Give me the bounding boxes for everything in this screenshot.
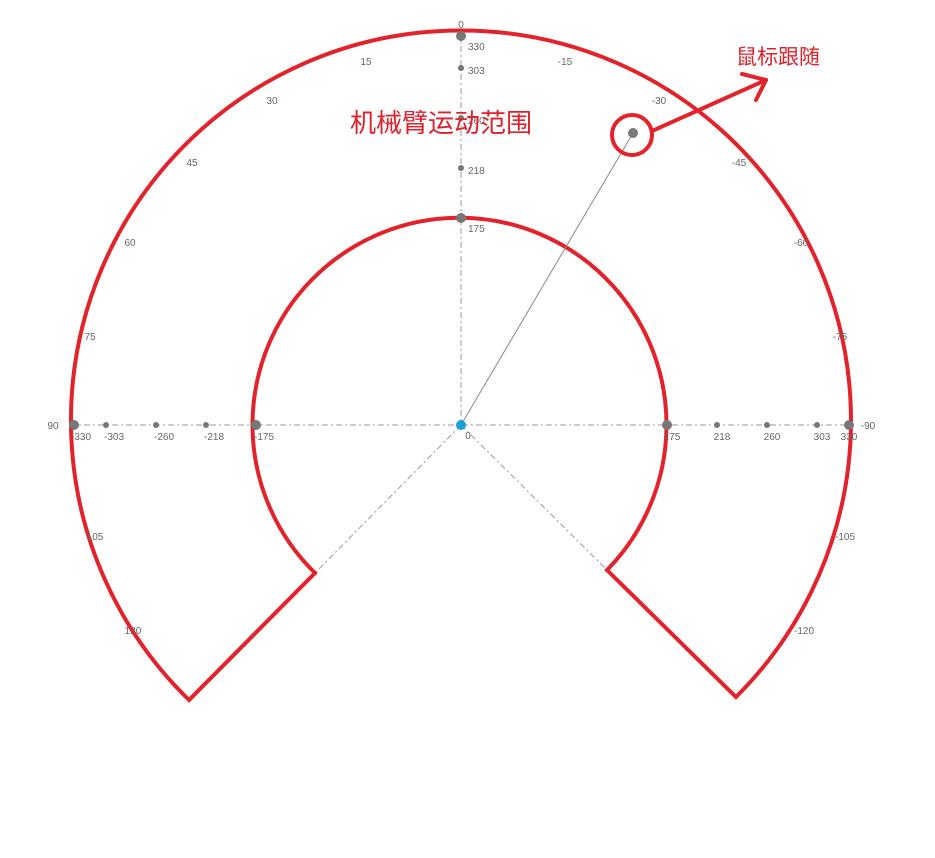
marker-dot — [203, 422, 209, 428]
radius-label: 303 — [468, 66, 485, 77]
radius-label: -260 — [154, 432, 174, 443]
angle-label: -90 — [861, 421, 876, 432]
radius-label: 330 — [841, 432, 858, 443]
radius-label: 175 — [664, 432, 681, 443]
marker-dot — [251, 420, 261, 430]
radius-label: 303 — [814, 432, 831, 443]
origin-point — [456, 420, 466, 430]
mouse-highlight-ring — [610, 113, 654, 157]
radius-label: -303 — [104, 432, 124, 443]
radius-labels-horizontal: -330 -303 -260 -218 -175 175 218 260 303… — [71, 432, 858, 443]
radius-label: 330 — [468, 42, 485, 53]
marker-dot — [458, 65, 464, 71]
marker-dot — [458, 115, 464, 121]
angle-label: -45 — [732, 158, 747, 169]
angle-label: 0 — [458, 20, 464, 31]
marker-dot — [814, 422, 820, 428]
angle-label: -120 — [794, 626, 814, 637]
axes — [70, 32, 852, 574]
marker-dot — [714, 422, 720, 428]
angle-label: -15 — [558, 57, 573, 68]
marker-dot — [456, 213, 466, 223]
angle-label: 105 — [87, 532, 104, 543]
angle-label: 90 — [47, 421, 59, 432]
angle-label: -75 — [833, 332, 848, 343]
pointer-arrow — [650, 72, 768, 133]
radius-label: -218 — [204, 432, 224, 443]
radius-label: 175 — [468, 224, 485, 235]
radius-label: -330 — [71, 432, 91, 443]
angle-label: 120 — [125, 626, 142, 637]
mouse-follow-annotation: 鼠标跟随 — [736, 45, 820, 69]
angle-label: 60 — [124, 238, 136, 249]
mouse-follow-point[interactable] — [628, 128, 638, 138]
marker-dot — [764, 422, 770, 428]
angle-label: -30 — [652, 96, 667, 107]
angle-label: -105 — [835, 532, 855, 543]
marker-dot — [662, 420, 672, 430]
radius-label: 218 — [468, 166, 485, 177]
motion-range-annotation: 机械臂运动范围 — [350, 109, 532, 139]
radius-markers — [69, 31, 854, 430]
angle-label: 75 — [84, 332, 96, 343]
left-limit-ray — [314, 424, 462, 574]
arm-line — [460, 132, 634, 426]
radius-label: 260 — [764, 432, 781, 443]
center-label: 0 — [465, 431, 471, 442]
angle-label: 15 — [360, 57, 372, 68]
angle-label: 45 — [186, 158, 198, 169]
right-limit-ray — [460, 424, 608, 571]
radius-label: -175 — [254, 432, 274, 443]
marker-dot — [69, 420, 79, 430]
radius-label: 260 — [468, 116, 485, 127]
marker-dot — [844, 420, 854, 430]
motion-range-outline — [68, 28, 853, 703]
angle-labels: 0 15 -15 30 -30 45 -45 60 -60 75 -75 90 … — [47, 20, 875, 637]
angle-label: 30 — [266, 96, 278, 107]
marker-dot — [103, 422, 109, 428]
radius-labels-vertical: 330 303 260 218 175 — [468, 42, 485, 235]
angle-label: -60 — [794, 238, 809, 249]
radius-label: 218 — [714, 432, 731, 443]
marker-dot — [456, 31, 466, 41]
marker-dot — [458, 165, 464, 171]
marker-dot — [153, 422, 159, 428]
